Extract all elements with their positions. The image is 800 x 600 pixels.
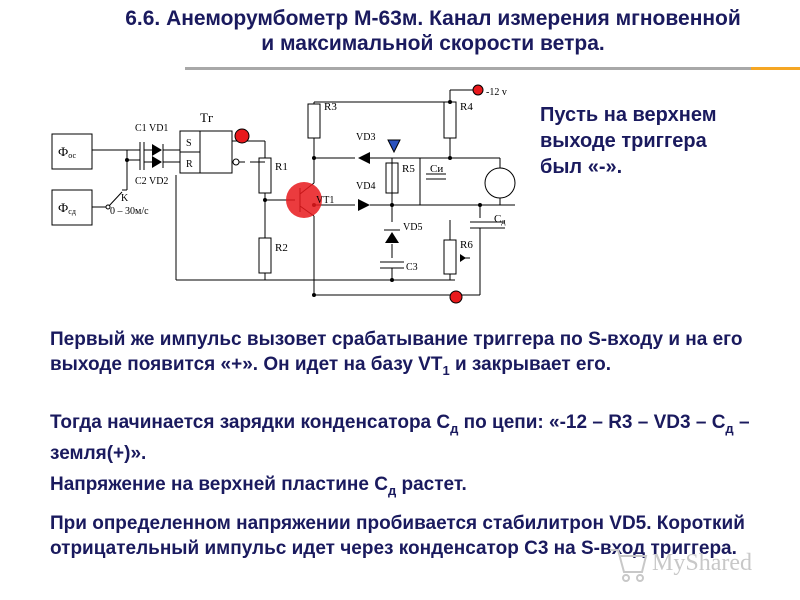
note-line-2: выходе триггера — [540, 130, 707, 152]
title-line-2: и максимальной скорости ветра. — [261, 32, 605, 55]
label-k: K — [121, 193, 129, 204]
label-r1: R1 — [275, 161, 288, 173]
label-s: S — [186, 138, 192, 149]
note-line-1: Пусть на верхнем — [540, 104, 717, 126]
label-r6: R6 — [460, 239, 473, 251]
label-supply: -12 v — [486, 87, 507, 98]
watermark-text: MyShared — [652, 550, 752, 576]
paragraph-1: Первый же импульс вызовет срабатывание т… — [50, 327, 780, 383]
label-range: 0 – 30м/с — [110, 206, 149, 217]
label-c2-vd2: C2 VD2 — [135, 176, 168, 187]
paragraph-3-a: Напряжение на верхней пластине С — [50, 474, 388, 495]
ground-marker — [449, 290, 463, 304]
label-tg: Тг — [200, 110, 213, 125]
page-title: 6.6. Анеморумбометр М-63м. Канал измерен… — [78, 6, 788, 56]
paragraph-1-text: Первый же импульс вызовет срабатывание т… — [50, 329, 743, 375]
paragraph-2-c: – земля(+)». — [50, 412, 750, 464]
paragraph-3-b: растет. — [396, 474, 467, 495]
paragraph-2-b: по цепи: «-12 – R3 – VD3 – С — [458, 412, 726, 433]
box-f-sd-label: Фсд — [58, 200, 76, 216]
box-f-os-label: Фос — [58, 144, 76, 160]
vt1-highlight — [286, 182, 322, 218]
label-r3: R3 — [324, 101, 337, 113]
label-r2: R2 — [275, 242, 288, 254]
paragraph-4: При определенном напряжении пробивается … — [50, 513, 745, 559]
box-f-os — [51, 133, 93, 170]
label-r5: R5 — [402, 163, 415, 175]
label-c1-vd1: C1 VD1 — [135, 123, 168, 134]
title-line-1: 6.6. Анеморумбометр М-63м. Канал измерен… — [125, 7, 741, 30]
label-r4: R4 — [460, 101, 473, 113]
label-vd5: VD5 — [403, 222, 422, 233]
paragraph-1-sub: 1 — [442, 362, 450, 378]
cart-icon — [610, 549, 648, 582]
watermark: MyShared — [610, 549, 752, 582]
paragraph-1-end: и закрывает его. — [449, 354, 612, 375]
label-cd: Сд — [494, 213, 505, 226]
label-vd4: VD4 — [356, 181, 375, 192]
label-vd3: VD3 — [356, 132, 375, 143]
paragraph-2: Тогда начинается зарядки конденсатора Сд… — [50, 410, 780, 466]
paragraph-2-sub: д — [450, 420, 459, 436]
trigger-output-marker — [234, 128, 250, 144]
paragraph-2-a: Тогда начинается зарядки конденсатора С — [50, 412, 451, 433]
supply-marker — [472, 84, 484, 96]
title-divider-accent — [751, 67, 800, 70]
vd3-arrow-marker — [387, 139, 401, 154]
paragraph-2-sub2: д — [725, 420, 734, 436]
circuit-diagram: Фос Фсд C1 VD1 C2 VD2 K 0 – 30м/с Тг S R… — [51, 84, 516, 304]
note-text: Пусть на верхнем выходе триггера был «-»… — [540, 102, 790, 180]
label-r: R — [186, 159, 193, 170]
label-c3: C3 — [406, 262, 418, 273]
title-divider — [185, 67, 751, 70]
paragraph-3: Напряжение на верхней пластине Сд растет… — [50, 472, 780, 503]
label-vt1: VT1 — [316, 195, 334, 206]
note-line-3: был «-». — [540, 156, 623, 178]
label-ci: Си — [430, 163, 443, 175]
paragraph-3-sub: д — [387, 482, 397, 498]
